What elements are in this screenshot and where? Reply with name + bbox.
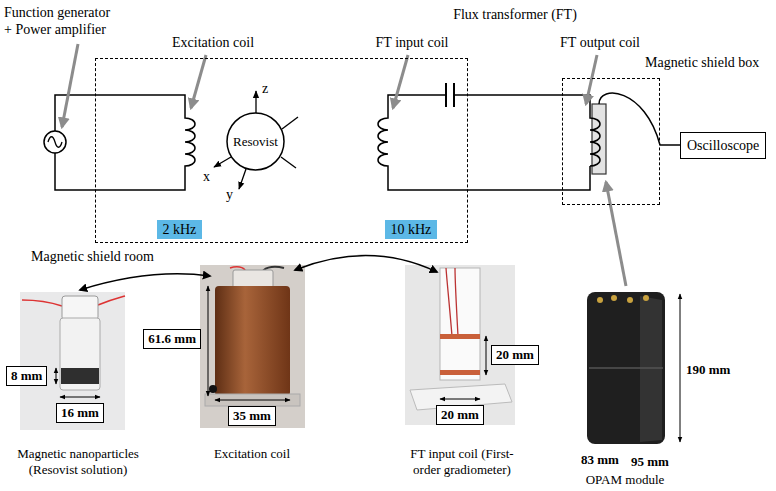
- module-seam: [589, 367, 663, 369]
- opam-module-photo: [587, 292, 665, 444]
- capacitor-plate: [445, 83, 447, 107]
- dimension-box: 35 mm: [228, 406, 276, 426]
- sample-name: Resovist: [233, 134, 278, 150]
- pointer-arrow: [191, 55, 206, 108]
- screw-dot: [209, 385, 217, 393]
- photo-caption: Magnetic nanoparticles (Resovist solutio…: [17, 446, 139, 478]
- axis-line: [281, 157, 296, 168]
- gradiometer-tube: [440, 268, 480, 380]
- coil-winding: [440, 370, 480, 375]
- dimension-line: [208, 286, 209, 396]
- photo-background: [200, 265, 305, 428]
- shield-room-outline: Magnetic shield roomResovist2 kHz10 kHz: [95, 58, 468, 243]
- callout-label: Flux transformer (FT): [453, 6, 577, 23]
- photo-caption: FT input coil (First-order gradiometer): [410, 446, 514, 478]
- photo-caption: OPAM module: [586, 472, 665, 488]
- wire-photo: [22, 300, 62, 306]
- region-heading: Magnetic shield box: [645, 54, 759, 71]
- coil-winding: [440, 334, 480, 339]
- coil-lid: [233, 270, 273, 288]
- flux-transformer-wire: [378, 95, 590, 190]
- capacitor-plate: [453, 83, 455, 107]
- pointer-arrow: [62, 44, 78, 127]
- dimension-box: 20 mm: [436, 405, 484, 425]
- connector: [643, 295, 649, 301]
- callout-label: FT input coil: [376, 34, 449, 51]
- dimension-value: 16 mm: [61, 405, 99, 421]
- dimension-label: 95 mm: [631, 454, 669, 470]
- vial-cap: [62, 296, 98, 320]
- output-coil-symbol: [454, 95, 600, 166]
- excitation-circuit-wire: [55, 95, 195, 190]
- connector: [627, 297, 633, 303]
- dimension-line: [486, 336, 487, 375]
- relation-arrow: [80, 274, 210, 290]
- base-plate: [205, 394, 300, 406]
- pointer-arrow: [586, 55, 597, 104]
- dimension-line: [60, 397, 100, 398]
- instrument-name: Oscilloscope: [687, 137, 759, 154]
- relation-arrow: [295, 255, 437, 272]
- dimension-box: 20 mm: [491, 345, 539, 365]
- connector: [597, 297, 603, 303]
- connector: [611, 295, 617, 301]
- wire-photo: [446, 268, 452, 336]
- callout-label: Function generator + Power amplifier: [4, 4, 111, 38]
- photo-caption: Excitation coil: [214, 446, 290, 462]
- frequency-value: 2 kHz: [163, 221, 197, 238]
- module-side: [640, 296, 662, 442]
- dimension-box: 16 mm: [56, 403, 104, 423]
- dimension-box: 8 mm: [6, 366, 47, 386]
- axis-line: [282, 117, 298, 129]
- sample-circle: Resovist: [226, 112, 285, 171]
- callout-label: FT output coil: [560, 34, 640, 51]
- dimension-line: [56, 368, 57, 384]
- dimension-value: 35 mm: [233, 408, 271, 424]
- instrument-box: Oscilloscope: [680, 132, 766, 159]
- axis-label: z: [262, 80, 268, 97]
- circle-shape: [227, 113, 284, 170]
- dimension-line: [680, 294, 681, 442]
- photo-background: [20, 292, 125, 430]
- x-axis: [214, 157, 231, 167]
- dimension-value: 61.6 mm: [148, 331, 196, 347]
- excitation-coil-photo: [215, 286, 290, 396]
- y-axis: [239, 169, 246, 189]
- dimension-line: [215, 400, 290, 401]
- dimension-value: 20 mm: [496, 347, 534, 363]
- wire-photo: [455, 268, 458, 336]
- sine-symbol: [48, 137, 62, 148]
- ac-source-symbol: [44, 131, 66, 153]
- dimension-line: [440, 399, 480, 400]
- dimension-label: 83 mm: [581, 452, 619, 468]
- sensor-cable: [599, 93, 660, 145]
- region-heading: Magnetic shield room: [31, 248, 154, 265]
- signal-cable: [660, 144, 680, 146]
- vial-tube: [60, 318, 100, 390]
- frequency-tag: 2 kHz: [157, 220, 203, 239]
- axis-label: x: [203, 168, 210, 185]
- wire-photo: [98, 296, 125, 305]
- dimension-value: 20 mm: [441, 407, 479, 423]
- z-axis: [255, 91, 256, 113]
- pointer-arrow: [606, 182, 626, 286]
- shield-box-outline: Magnetic shield box: [562, 78, 660, 205]
- axis-label: y: [226, 186, 233, 203]
- dimension-label: 190 mm: [686, 362, 730, 378]
- frequency-value: 10 kHz: [391, 221, 432, 238]
- callout-label: Excitation coil: [172, 34, 254, 51]
- frequency-tag: 10 kHz: [385, 220, 438, 239]
- dimension-value: 8 mm: [11, 368, 42, 384]
- nanoparticle-sediment: [61, 368, 99, 384]
- pointer-arrow: [393, 55, 408, 108]
- dimension-box: 61.6 mm: [143, 329, 201, 349]
